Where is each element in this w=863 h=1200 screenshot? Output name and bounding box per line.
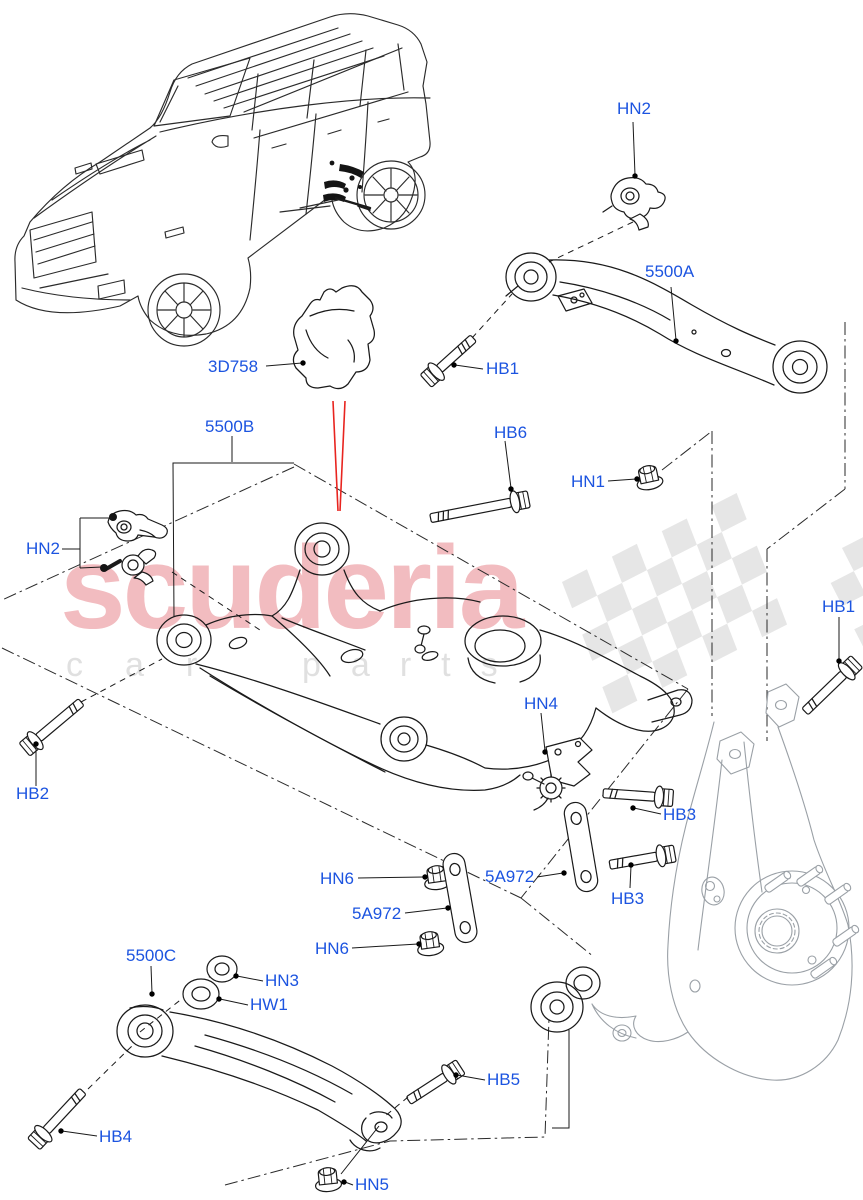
bolt-hb1-right bbox=[802, 653, 863, 715]
part-label-hb5[interactable]: HB5 bbox=[487, 1070, 520, 1089]
retainer-nuts-hn2-left bbox=[100, 509, 261, 631]
bolt-hb1-top bbox=[417, 335, 477, 390]
nut-hn5 bbox=[313, 1165, 343, 1194]
checkered-flag-watermark bbox=[562, 493, 788, 714]
part-label-hn6-lower[interactable]: HN6 bbox=[315, 939, 349, 958]
part-label-hb4[interactable]: HB4 bbox=[99, 1127, 132, 1146]
part-label-hn2-left[interactable]: HN2 bbox=[26, 539, 60, 558]
bolt-hb2 bbox=[16, 698, 84, 759]
part-label-5500c[interactable]: 5500C bbox=[126, 946, 176, 965]
bolt-hb3-lower bbox=[608, 841, 678, 870]
part-label-hw1[interactable]: HW1 bbox=[250, 995, 288, 1014]
red-pointer-arrow bbox=[332, 400, 346, 512]
link-plate-5a972-left bbox=[442, 852, 478, 944]
part-label-hn4[interactable]: HN4 bbox=[524, 694, 558, 713]
part-label-5a972-right[interactable]: 5A972 bbox=[485, 867, 534, 886]
part-label-hb3-upper[interactable]: HB3 bbox=[663, 805, 696, 824]
part-label-hn2-top[interactable]: HN2 bbox=[617, 99, 651, 118]
part-label-hb1-top[interactable]: HB1 bbox=[486, 359, 519, 378]
assembly-guide-lines bbox=[1, 322, 846, 1186]
part-label-hn3[interactable]: HN3 bbox=[265, 971, 299, 990]
part-labels: HN2 5500A HB1 3D758 5500B HB6 HN1 HN2 HB… bbox=[16, 99, 855, 1194]
bolt-hb5 bbox=[406, 1057, 468, 1105]
highlighted-suspension-parts bbox=[279, 160, 372, 213]
checkered-flag-fragment bbox=[830, 536, 863, 653]
part-label-hb6[interactable]: HB6 bbox=[494, 423, 527, 442]
bolt-hb6 bbox=[429, 487, 532, 523]
part-label-5500b[interactable]: 5500B bbox=[205, 417, 254, 436]
part-label-hn1[interactable]: HN1 bbox=[571, 472, 605, 491]
retainer-nut-hn2-top bbox=[602, 177, 666, 231]
vehicle-illustration bbox=[14, 13, 431, 347]
toe-link-5500c bbox=[25, 955, 468, 1194]
watermark-sub-right: parts bbox=[302, 646, 528, 684]
part-label-hn6-upper[interactable]: HN6 bbox=[320, 869, 354, 888]
watermark: scuderia car parts bbox=[60, 493, 863, 714]
part-label-5500a[interactable]: 5500A bbox=[645, 262, 695, 281]
rear-knuckle-hub-reference bbox=[530, 683, 860, 1081]
part-label-hb1-right[interactable]: HB1 bbox=[822, 597, 855, 616]
leader-lines bbox=[33, 121, 842, 1186]
upper-control-arm-5500a bbox=[417, 177, 828, 394]
lower-control-arm-5500b bbox=[156, 522, 693, 811]
watermark-sub-left: car bbox=[66, 646, 239, 684]
part-label-hb2[interactable]: HB2 bbox=[16, 784, 49, 803]
bolt-hb3-upper bbox=[602, 785, 675, 810]
part-label-hb3-lower[interactable]: HB3 bbox=[611, 889, 644, 908]
bolt-hb4 bbox=[25, 1088, 86, 1153]
link-plate-5a972-right bbox=[563, 801, 599, 893]
heat-shield-3d758 bbox=[292, 285, 375, 512]
part-label-3d758[interactable]: 3D758 bbox=[208, 357, 258, 376]
part-label-hn5[interactable]: HN5 bbox=[355, 1175, 389, 1194]
sensor-bracket-hn4 bbox=[522, 737, 593, 811]
watermark-brand-text: scuderia bbox=[60, 522, 526, 654]
part-label-5a972-left[interactable]: 5A972 bbox=[352, 904, 401, 923]
